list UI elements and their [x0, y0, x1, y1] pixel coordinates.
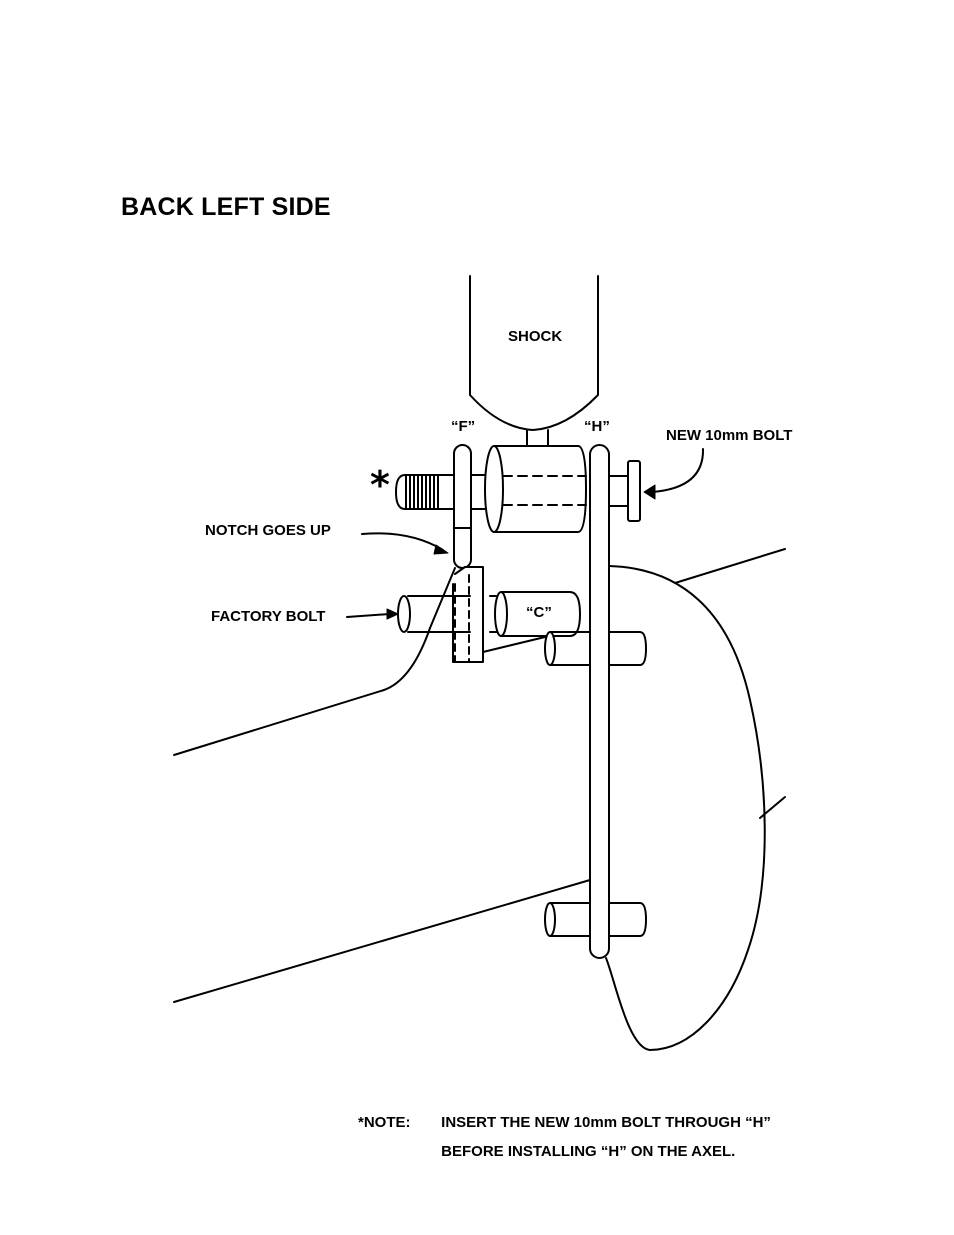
- c-label: “C”: [526, 604, 552, 621]
- notch-arrow: [362, 533, 443, 550]
- link-f: [454, 445, 471, 568]
- shock-label: SHOCK: [508, 328, 562, 345]
- note-line-1: INSERT THE NEW 10mm BOLT THROUGH “H”: [441, 1108, 771, 1137]
- threaded-stud: [396, 475, 453, 509]
- h-label: “H”: [584, 418, 610, 435]
- new-bolt-label: NEW 10mm BOLT: [666, 427, 792, 444]
- note-line-2: BEFORE INSTALLING “H” ON THE AXEL.: [441, 1137, 771, 1166]
- factory-bolt-label: FACTORY BOLT: [211, 608, 325, 625]
- f-label: “F”: [451, 418, 475, 435]
- asterisk-marker: *: [370, 463, 390, 507]
- factory-bolt-arrow: [347, 614, 390, 617]
- note-text: INSERT THE NEW 10mm BOLT THROUGH “H” BEF…: [441, 1108, 771, 1166]
- shock-absorber: [470, 276, 598, 446]
- link-h: [590, 445, 609, 958]
- shock-bushing: [485, 446, 586, 532]
- notch-label: NOTCH GOES UP: [205, 522, 331, 539]
- install-note: *NOTE: INSERT THE NEW 10mm BOLT THROUGH …: [358, 1108, 771, 1166]
- hub-housing: [606, 566, 765, 1050]
- new-bolt-arrow: [652, 449, 703, 492]
- note-key: *NOTE:: [358, 1108, 437, 1137]
- notch-tab: [453, 567, 483, 662]
- new-bolt: [609, 461, 640, 521]
- factory-bolt: [398, 596, 501, 632]
